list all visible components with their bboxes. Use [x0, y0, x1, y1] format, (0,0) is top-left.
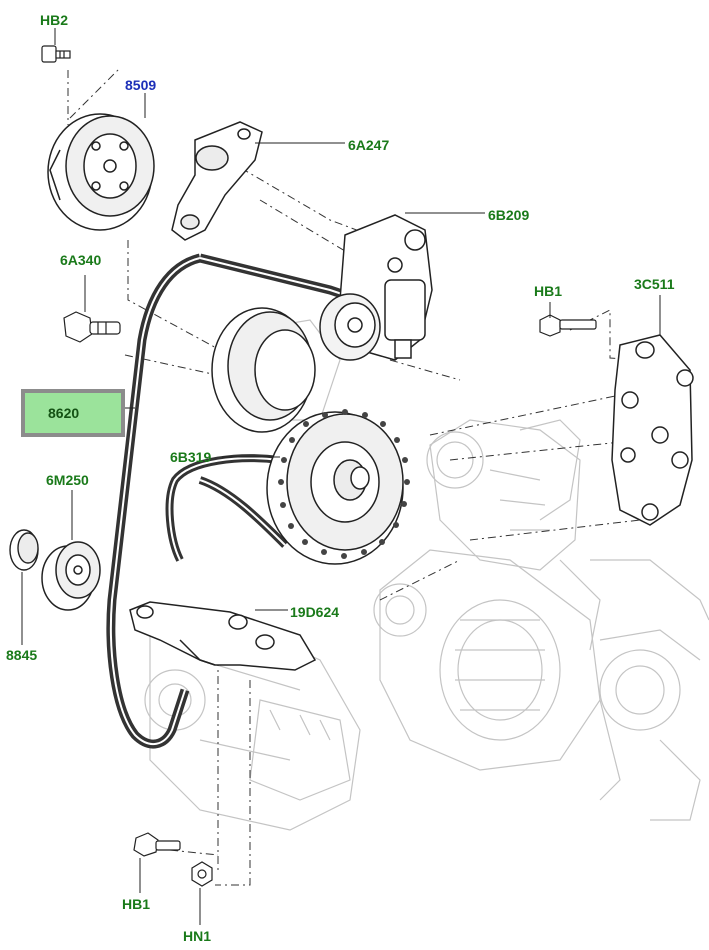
bracket-6a247 [171, 121, 263, 241]
callout-8620[interactable]: 8620 [48, 405, 80, 421]
reluctor-ring-teeth [278, 409, 410, 559]
callout-hb1-bottom[interactable]: HB1 [122, 896, 151, 912]
callout-leader-lines [21, 28, 661, 925]
callout-19d624[interactable]: 19D624 [290, 604, 340, 620]
callout-6b209[interactable]: 6B209 [488, 207, 530, 223]
ac-compressor-faded [426, 419, 581, 571]
pulley-8509 [47, 113, 155, 231]
bolt-6a340 [63, 311, 121, 343]
callout-6a340[interactable]: 6A340 [60, 252, 102, 268]
bolt-hb1-bottom [133, 832, 181, 857]
serpentine-belt [106, 253, 362, 749]
alternator-faded [373, 549, 601, 771]
callout-hb2[interactable]: HB2 [40, 12, 69, 28]
tensioner-6b209 [319, 214, 433, 361]
idler-pulley-6m250 [41, 541, 101, 611]
callout-hn1[interactable]: HN1 [183, 928, 212, 944]
callout-6a247[interactable]: 6A247 [348, 137, 390, 153]
crankshaft-faded [590, 559, 709, 821]
callout-3c511[interactable]: 3C511 [634, 276, 675, 292]
callout-hb1-top[interactable]: HB1 [534, 283, 563, 299]
callout-8509[interactable]: 8509 [125, 77, 157, 93]
bracket-3c511 [611, 334, 694, 526]
selected-part-highlight[interactable] [21, 389, 125, 437]
dust-cap-8845 [9, 529, 39, 571]
bolt-hb2 [41, 45, 71, 63]
callout-8845[interactable]: 8845 [6, 647, 38, 663]
crankshaft-pulley-6b319 [266, 409, 410, 565]
nut-hn1 [191, 861, 213, 887]
callout-6m250[interactable]: 6M250 [46, 472, 89, 488]
idler-pulley-upper [211, 307, 316, 433]
bracket-19d624 [129, 601, 317, 671]
callout-6b319[interactable]: 6B319 [170, 449, 212, 465]
bolt-hb1-top [539, 314, 597, 337]
